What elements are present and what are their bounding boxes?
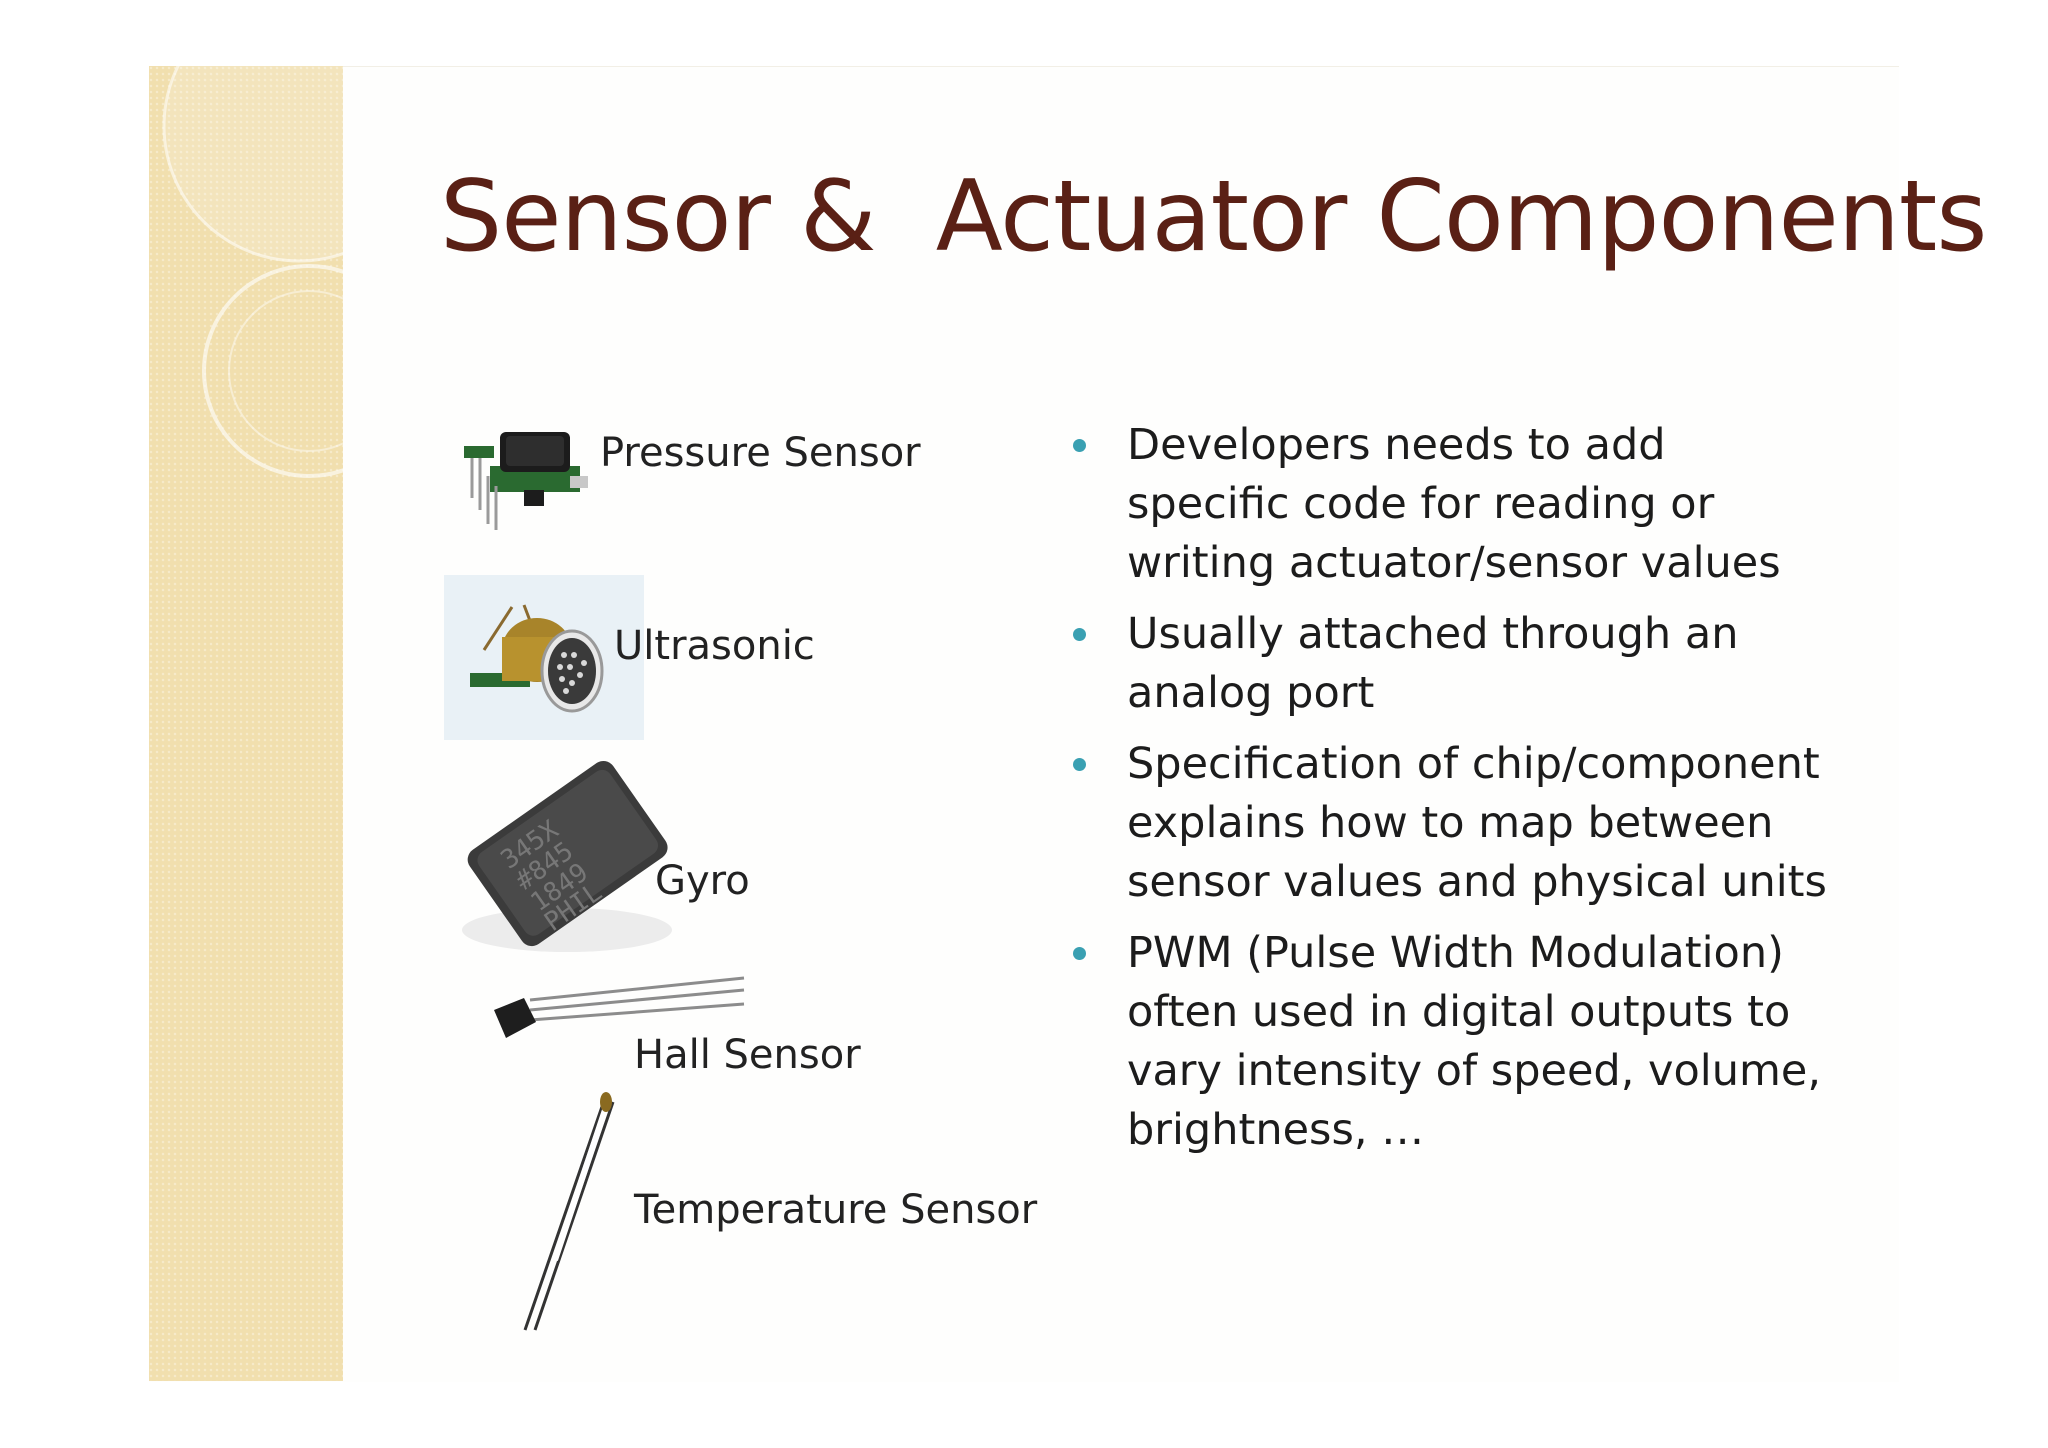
component-label-temperature-sensor: Temperature Sensor: [634, 1187, 1038, 1233]
slide-title: Sensor & Actuator Components: [440, 160, 1987, 274]
pressure-sensor-chip-icon: [464, 432, 588, 530]
bullet-dot-icon: [1073, 439, 1086, 452]
bullet-dot-icon: [1073, 628, 1086, 641]
component-label-gyro: Gyro: [655, 858, 750, 904]
bullet-item: Specification of chip/component explains…: [1070, 735, 1830, 912]
bullet-text: Usually attached through an analog port: [1127, 609, 1739, 718]
bullet-list: Developers needs to add specific code fo…: [1070, 416, 1830, 1172]
bullet-text: Specification of chip/component explains…: [1127, 739, 1827, 907]
bullet-dot-icon: [1073, 947, 1086, 960]
gyro-chip-icon: 345X #845 1849 PHIL: [462, 760, 672, 952]
bullet-item: Developers needs to add specific code fo…: [1070, 416, 1830, 593]
bullet-text: PWM (Pulse Width Modulation) often used …: [1127, 928, 1822, 1155]
ultrasonic-transducer-icon: [444, 575, 644, 740]
slide: [149, 66, 1899, 1382]
component-label-ultrasonic: Ultrasonic: [614, 623, 815, 669]
bullet-item: PWM (Pulse Width Modulation) often used …: [1070, 924, 1830, 1160]
bullet-dot-icon: [1073, 758, 1086, 771]
temperature-probe-icon: [523, 1092, 615, 1331]
decorative-circles: [162, 66, 343, 478]
bullet-text: Developers needs to add specific code fo…: [1127, 420, 1781, 588]
component-label-hall-sensor: Hall Sensor: [634, 1032, 861, 1078]
component-label-pressure-sensor: Pressure Sensor: [600, 430, 921, 476]
hall-sensor-icon: [494, 976, 745, 1038]
bullet-item: Usually attached through an analog port: [1070, 605, 1830, 723]
